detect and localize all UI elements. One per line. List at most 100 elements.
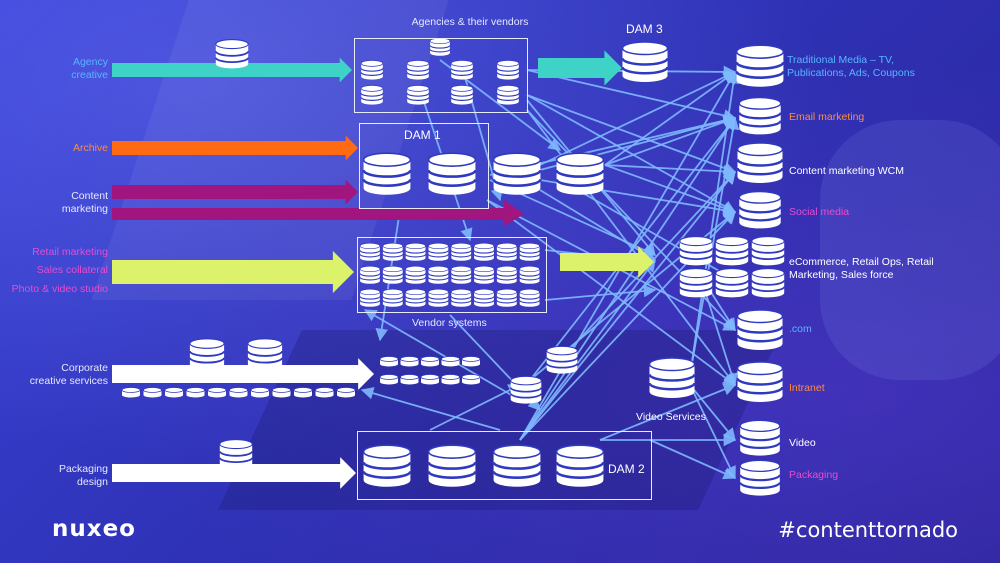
connector-line <box>360 387 501 431</box>
dam2-title: DAM 2 <box>608 462 645 476</box>
small-database-icon <box>315 387 334 398</box>
source-label-retail-marketing: Retail marketing <box>32 246 108 258</box>
dam1-title: DAM 1 <box>404 128 441 142</box>
database-icon <box>218 438 254 470</box>
small-database-icon <box>461 374 481 385</box>
database-icon <box>492 151 542 197</box>
dest-label-ecommerce: eCommerce, Retail Ops, Retail Marketing,… <box>789 256 934 281</box>
arrow-agencies-to-dam3 <box>538 50 622 86</box>
video-services-title: Video Services <box>636 411 706 423</box>
dest-label-social-media: Social media <box>789 206 850 218</box>
arrow-agency-creative <box>112 57 352 83</box>
arrow-content-marketing-long <box>112 208 516 220</box>
destination-database-icon <box>739 419 781 457</box>
connector-line <box>526 94 737 213</box>
database-icon <box>714 267 750 299</box>
connector-line <box>604 164 737 178</box>
connector-line <box>539 71 737 166</box>
connector-line <box>363 309 521 401</box>
connector-line <box>529 117 736 381</box>
arrow-archive <box>112 135 358 161</box>
small-database-icon <box>379 374 399 385</box>
small-database-icon <box>164 387 184 398</box>
dest-label-intranet: Intranet <box>789 382 825 394</box>
small-database-icon <box>441 374 460 385</box>
database-icon <box>678 267 714 299</box>
dest-label-video: Video <box>789 437 816 449</box>
agencies-system-box <box>354 38 528 113</box>
destination-database-icon <box>736 141 784 185</box>
video-services-database-icon <box>648 356 696 400</box>
connector-line <box>539 189 657 261</box>
small-database-icon <box>379 356 399 367</box>
source-label-agency-creative: Agency creative <box>71 56 108 81</box>
small-database-icon <box>336 387 356 398</box>
connector-line <box>599 383 737 441</box>
arrow-content-marketing-long-head <box>504 200 524 226</box>
small-database-icon <box>143 387 162 398</box>
destination-database-icon <box>736 308 784 352</box>
arrow-content-marketing <box>112 179 358 205</box>
agencies-title: Agencies & their vendors <box>411 16 529 28</box>
destination-database-icon <box>739 459 781 497</box>
small-database-icon <box>250 387 270 398</box>
database-icon <box>750 267 786 299</box>
database-icon <box>678 235 714 267</box>
small-database-icon <box>461 356 481 367</box>
small-database-icon <box>293 387 313 398</box>
small-database-icon <box>272 387 291 398</box>
source-label-photo-video-studio: Photo & video studio <box>11 283 108 295</box>
connector-line <box>604 164 737 215</box>
small-database-icon <box>186 387 205 398</box>
dam3-database-icon <box>621 40 669 84</box>
connector-line <box>604 115 737 166</box>
small-database-icon <box>400 356 419 367</box>
connector-line <box>649 439 737 480</box>
arrow-corporate-creative <box>112 358 374 390</box>
dam2-system-box <box>357 431 652 500</box>
connector-line <box>429 384 522 431</box>
destination-database-icon <box>738 190 782 230</box>
hashtag-text: #contenttornado <box>778 518 958 542</box>
source-label-packaging-design: Packaging design <box>58 463 108 488</box>
small-database-icon <box>420 374 440 385</box>
connector-line <box>519 171 736 441</box>
database-icon <box>214 38 250 70</box>
source-label-corporate-creative: Corporate creative services <box>29 362 108 387</box>
source-label-content-marketing: Content marketing <box>61 190 108 215</box>
small-database-icon <box>420 356 440 367</box>
source-flow-arrows <box>112 50 654 489</box>
destination-database-icon <box>735 43 785 89</box>
dam1-system-box <box>359 123 489 209</box>
arrow-retail-sales-photo <box>112 250 354 294</box>
database-icon <box>555 151 605 197</box>
connector-line <box>519 258 656 441</box>
dam3-title: DAM 3 <box>626 22 663 36</box>
connector-line <box>689 70 740 376</box>
database-icon <box>750 235 786 267</box>
small-database-icon <box>207 387 227 398</box>
database-icon <box>246 337 284 371</box>
small-database-icon <box>441 356 460 367</box>
destination-database-icon <box>736 360 784 404</box>
connector-line <box>604 71 737 166</box>
dest-label-packaging: Packaging <box>789 469 839 481</box>
vendor-systems-box <box>357 237 547 313</box>
small-database-icon <box>400 374 419 385</box>
small-database-icon <box>229 387 248 398</box>
connector-line <box>689 384 736 441</box>
connector-line <box>459 59 503 202</box>
destination-database-icon <box>738 96 782 136</box>
dest-label-traditional-media: Traditional Media – TV, Publications, Ad… <box>787 54 915 79</box>
connector-line <box>526 94 737 174</box>
source-label-archive: Archive <box>72 142 108 154</box>
database-icon <box>509 375 543 405</box>
database-icon <box>188 337 226 371</box>
arrow-vendor-to-ecommerce <box>560 246 654 278</box>
connector-line <box>544 284 657 301</box>
connector-line <box>689 384 736 480</box>
arrow-packaging-design <box>112 457 356 489</box>
source-label-sales-collateral: Sales collateral <box>36 264 108 276</box>
